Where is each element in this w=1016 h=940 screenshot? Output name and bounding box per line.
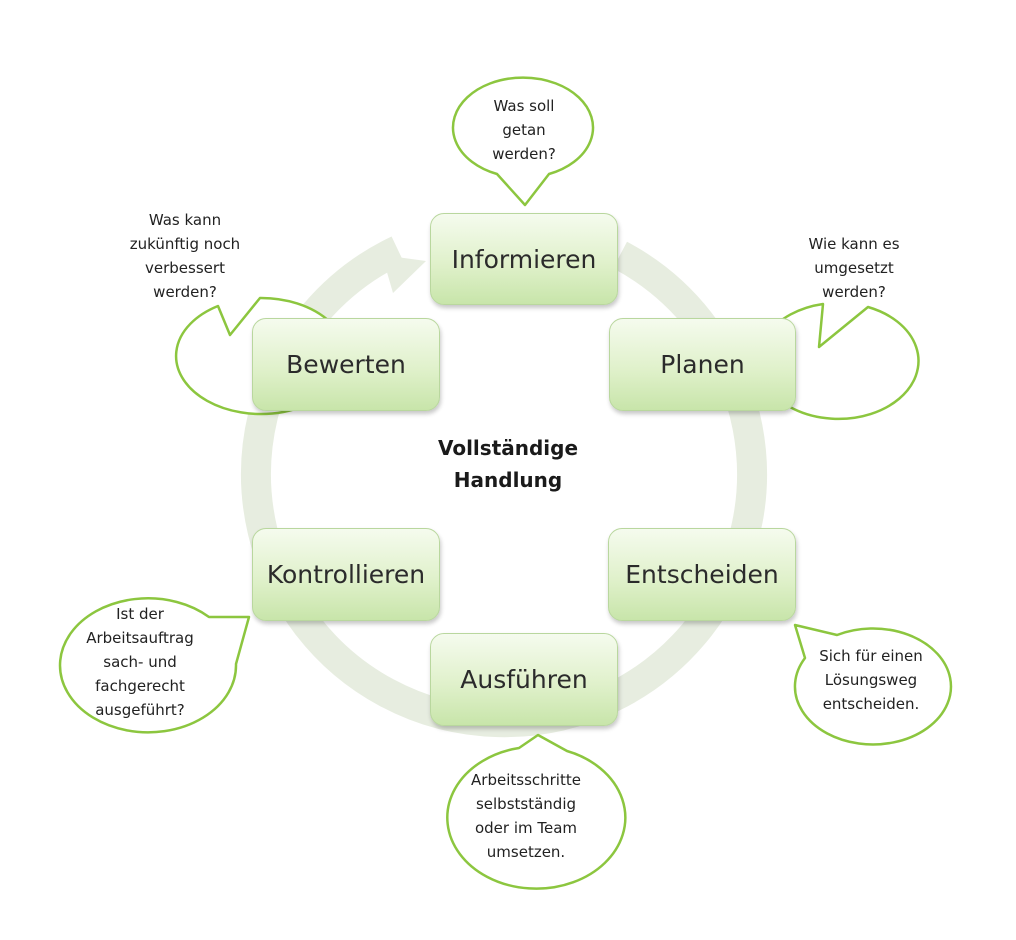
step-informieren: Informieren — [430, 213, 618, 305]
cycle-arrowhead — [382, 255, 426, 293]
step-ausfuehren: Ausführen — [430, 633, 618, 726]
bubble-planen-text: Wie kann es umgesetzt werden? — [808, 235, 900, 301]
step-bewerten: Bewerten — [252, 318, 440, 411]
bubble-kontrollieren-shape — [58, 597, 251, 734]
step-kontrollieren: Kontrollieren — [252, 528, 440, 621]
bubble-entscheiden-shape — [793, 623, 953, 746]
bubble-entscheiden-text: Sich für einen Lösungsweg entscheiden. — [819, 647, 923, 713]
step-entscheiden: Entscheiden — [608, 528, 796, 621]
bubble-ausfuehren-text: Arbeitsschritte selbstständig oder im Te… — [471, 771, 581, 861]
bubble-informieren-text: Was soll getan werden? — [492, 97, 556, 163]
bubble-kontrollieren-text: Ist der Arbeitsauftrag sach- und fachger… — [86, 605, 194, 719]
bubble-informieren-shape — [451, 76, 595, 207]
center-title: Vollständige Handlung — [437, 436, 579, 492]
step-planen: Planen — [609, 318, 796, 411]
bubble-bewerten-text: Was kann zukünftig noch verbessert werde… — [129, 211, 241, 301]
bubble-ausfuehren-shape — [446, 733, 627, 890]
